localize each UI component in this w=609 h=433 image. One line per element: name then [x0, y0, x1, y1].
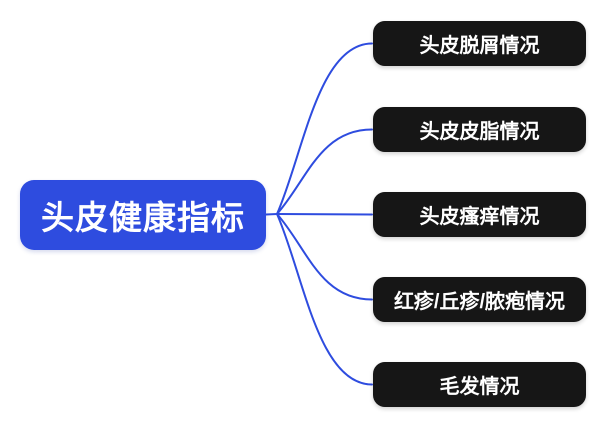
- branch-node-sebum: 头皮皮脂情况: [373, 107, 586, 152]
- root-node-scalp-health: 头皮健康指标: [20, 180, 266, 250]
- branch-node-label: 红疹/丘疹/脓疱情况: [393, 291, 566, 313]
- branch-node-itching: 头皮瘙痒情况: [373, 192, 586, 237]
- branch-node-flaking: 头皮脱屑情况: [373, 21, 586, 66]
- connector-line-branch-0: [276, 42, 373, 215]
- connector-line-branch-1: [276, 128, 373, 215]
- branch-node-label: 毛发情况: [439, 376, 520, 398]
- branch-node-label: 头皮脱屑情况: [419, 35, 540, 57]
- connector-line-branch-4: [276, 213, 373, 386]
- branch-node-rash-papule-pustule: 红疹/丘疹/脓疱情况: [373, 277, 586, 322]
- branch-node-label: 头皮皮脂情况: [419, 121, 540, 143]
- connector-line-branch-3: [276, 213, 373, 301]
- connector-stub: [265, 213, 278, 216]
- connector-line-branch-2: [276, 213, 373, 216]
- branch-node-label: 头皮瘙痒情况: [419, 206, 540, 228]
- root-node-label: 头皮健康指标: [41, 199, 245, 236]
- branch-node-hair: 毛发情况: [373, 362, 586, 407]
